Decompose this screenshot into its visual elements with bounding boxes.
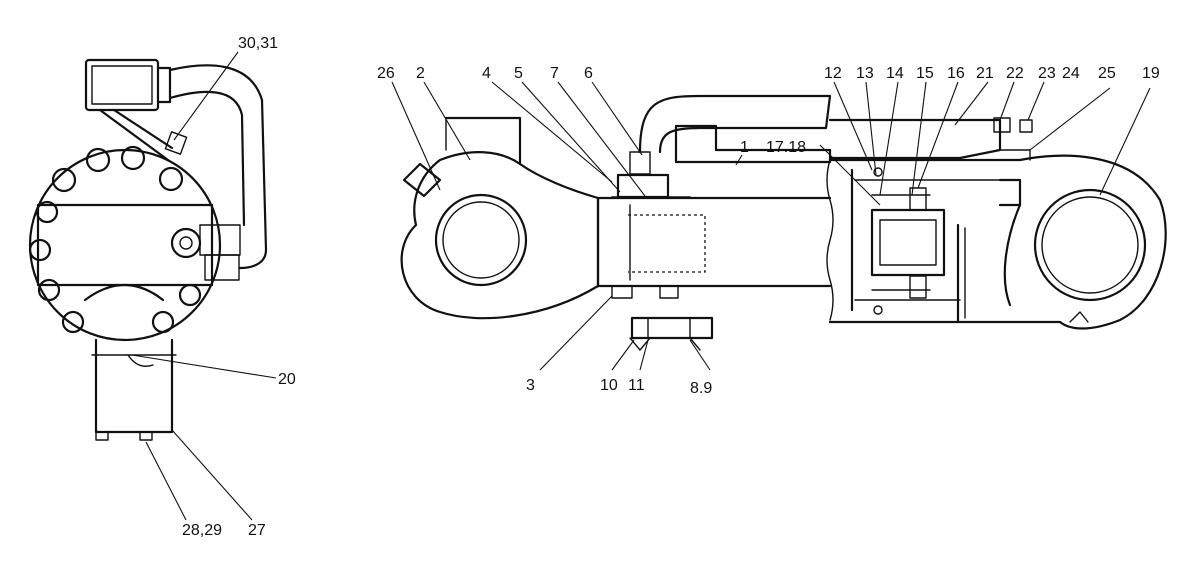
side-view [28, 58, 268, 441]
main-view-bottom-labels: 3 10 11 8.9 [526, 377, 712, 397]
bottom-port [630, 316, 714, 340]
callout-20: 20 [278, 371, 296, 388]
callout-14: 14 [886, 65, 904, 82]
valve-block [84, 58, 160, 112]
rod-eye-bore [434, 193, 528, 287]
callout-4: 4 [482, 65, 491, 82]
callout-25: 25 [1098, 65, 1116, 82]
callout-8-9: 8.9 [690, 380, 712, 397]
callout-28-29: 28,29 [182, 522, 222, 539]
callout-7: 7 [550, 65, 559, 82]
hydraulic-tube [638, 94, 832, 154]
base-mount [94, 350, 174, 434]
cylinder-section [36, 203, 214, 287]
port-fitting [170, 227, 202, 259]
callout-24: 24 [1062, 65, 1080, 82]
grease-fitting [402, 162, 442, 198]
side-view-labels: 30,31 20 28,29 27 [182, 35, 296, 539]
cap-eye-bore [1033, 188, 1147, 302]
pipe-line [168, 64, 268, 270]
main-view [400, 94, 1167, 351]
rod-eye-outline [400, 151, 600, 320]
main-view-top-labels: 26 2 4 5 7 6 12 13 14 15 16 21 22 23 24 … [377, 65, 1160, 82]
callout-27: 27 [248, 522, 266, 539]
callout-30-31: 30,31 [238, 35, 278, 52]
callout-10: 10 [600, 377, 618, 394]
callout-11: 11 [628, 377, 645, 394]
flange-bolts [28, 145, 202, 334]
callout-13: 13 [856, 65, 874, 82]
callout-12: 12 [824, 65, 842, 82]
piston [870, 208, 946, 277]
callout-17-18: 17.18 [766, 139, 806, 156]
main-view-inner-labels: 1 17.18 [740, 139, 806, 156]
callout-6: 6 [584, 65, 593, 82]
callout-2: 2 [416, 65, 425, 82]
side-view-leaders [131, 51, 277, 521]
callout-3: 3 [526, 377, 535, 394]
callout-15: 15 [916, 65, 934, 82]
cap-eye-outline [1018, 154, 1167, 330]
rod-eye-lug [444, 116, 522, 166]
callout-16: 16 [947, 65, 965, 82]
tube-fitting [629, 151, 651, 175]
main-view-leaders [391, 81, 1151, 371]
callout-5: 5 [514, 65, 523, 82]
callout-21: 21 [976, 65, 994, 82]
callout-23: 23 [1038, 65, 1056, 82]
callout-1: 1 [740, 139, 749, 156]
callout-19: 19 [1142, 65, 1160, 82]
callout-26: 26 [377, 65, 395, 82]
callout-22: 22 [1006, 65, 1024, 82]
